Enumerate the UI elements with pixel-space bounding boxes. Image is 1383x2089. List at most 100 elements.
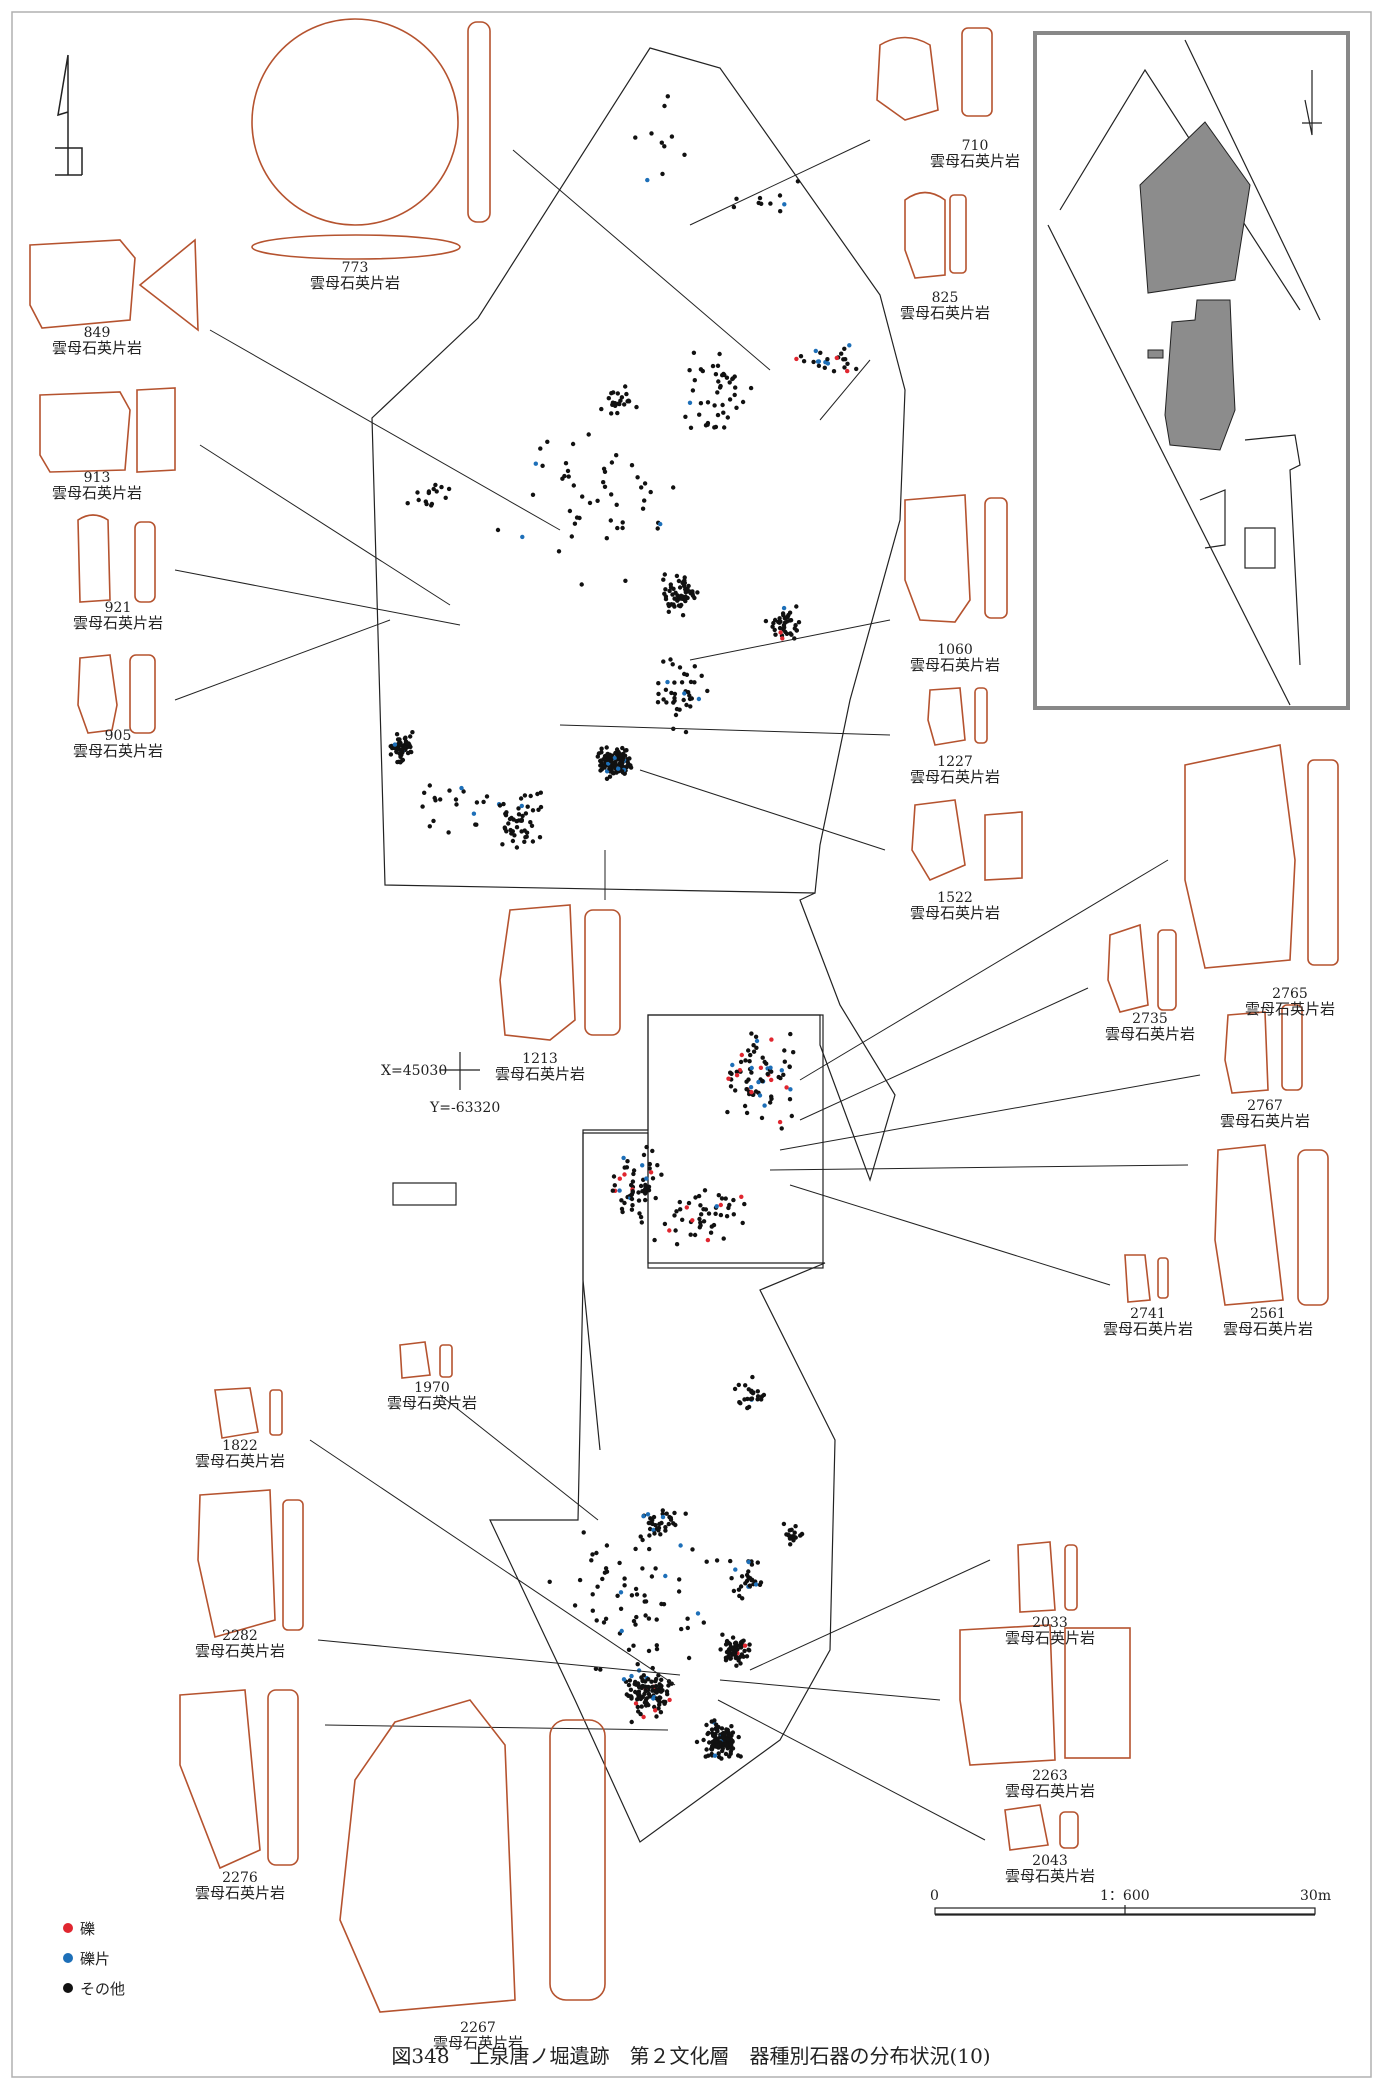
legend-swatch-fragment: [63, 1953, 73, 1963]
find-spot-dot: [676, 1589, 682, 1594]
find-spot-dot: [569, 534, 574, 539]
find-spot-dot: [683, 598, 688, 604]
find-spot-dot: [734, 1642, 739, 1647]
find-spot-dot: [659, 1677, 664, 1683]
find-spot-dot: [732, 1386, 738, 1392]
find-spot-dot: [678, 1543, 683, 1548]
find-spot-dot: [737, 1593, 742, 1599]
find-spot-dot: [647, 1546, 652, 1552]
find-spot-dot: [711, 1222, 717, 1228]
find-spot-dot: [654, 1676, 659, 1682]
find-spot-dot: [759, 1394, 765, 1399]
find-spot-dot: [784, 1085, 789, 1090]
find-spot-dot: [614, 502, 619, 507]
find-spot-dot: [744, 1654, 750, 1659]
find-spot-dot: [627, 1678, 633, 1683]
find-spot-dot: [648, 489, 653, 495]
find-spot-dot: [651, 1527, 656, 1533]
find-spot-dot: [696, 1193, 702, 1199]
artifact-material: 雲母石英片岩: [387, 1394, 477, 1412]
find-spot-dot: [438, 797, 443, 802]
find-spot-dot: [620, 525, 625, 531]
find-spot-dot: [500, 842, 505, 847]
find-spot-dot: [501, 801, 506, 807]
find-spot-dot: [731, 1197, 736, 1203]
find-spot-dot: [756, 1079, 761, 1085]
find-spot-dot: [646, 1677, 651, 1682]
find-spot-dot: [661, 577, 666, 582]
find-spot-dot: [633, 1586, 639, 1592]
find-spot-dot: [763, 618, 769, 624]
find-spot-dot: [847, 343, 852, 348]
find-spot-dot: [674, 1209, 679, 1214]
artifact-number: 2033: [1032, 1615, 1068, 1631]
find-spot-dot: [622, 1576, 627, 1581]
find-spot-dot: [771, 620, 776, 626]
find-spot-dot: [635, 475, 640, 480]
find-spot-dot: [587, 500, 593, 506]
find-spot-dot: [635, 1704, 640, 1710]
find-spot-dot: [579, 582, 584, 587]
find-spot-dot: [728, 1558, 733, 1564]
find-spot-dot: [684, 1205, 689, 1210]
find-spot-dot: [788, 1031, 793, 1037]
find-spot-dot: [786, 612, 791, 618]
find-spot-dot: [622, 402, 627, 407]
find-spot-dot: [535, 791, 540, 797]
find-spot-dot: [777, 625, 783, 631]
find-spot-dot: [622, 1583, 627, 1588]
find-spot-dot: [589, 1558, 594, 1563]
find-spot-dot: [682, 691, 687, 696]
find-spot-dot: [726, 1076, 731, 1081]
find-spot-dot: [714, 1204, 719, 1209]
find-spot-dot: [524, 830, 530, 835]
find-spot-dot: [736, 1382, 741, 1388]
find-spot-dot: [650, 1176, 656, 1181]
find-spot-dot: [778, 209, 783, 214]
find-spot-dot: [801, 359, 807, 364]
find-spot-dot: [728, 1084, 734, 1089]
find-spot-dot: [446, 830, 451, 835]
find-spot-dot: [562, 473, 567, 479]
find-spot-dot: [620, 745, 625, 751]
find-spot-dot: [516, 806, 521, 811]
find-spot-dot: [629, 1196, 635, 1202]
find-spot-dot: [669, 690, 674, 696]
find-spot-dot: [484, 794, 490, 799]
find-spot-dot: [688, 679, 694, 685]
find-spot-dot: [634, 1614, 639, 1620]
page-frame: [11, 11, 1372, 2078]
find-spot-dot: [617, 1176, 622, 1181]
find-spot-dot: [594, 1618, 599, 1623]
find-spot-dot: [719, 1196, 725, 1201]
find-spot-dot: [622, 1172, 627, 1177]
find-spot-dot: [704, 1722, 709, 1728]
find-spot-dot: [675, 593, 680, 598]
find-spot-dot: [615, 525, 620, 531]
find-spot-dot: [398, 742, 404, 747]
inset-excavation-area: [1139, 121, 1251, 294]
find-spot-dot: [514, 845, 520, 850]
find-spot-dot: [537, 835, 543, 840]
find-spot-dot: [731, 204, 737, 210]
find-spot-dot: [657, 1682, 662, 1687]
find-spot-dot: [725, 1109, 730, 1115]
find-spot-dot: [631, 1171, 636, 1177]
find-spot-dot: [520, 813, 525, 819]
artifact-number: 905: [105, 728, 132, 744]
legend: 礫 礫片 その他: [63, 1920, 125, 1998]
find-spot-dot: [644, 1144, 649, 1150]
find-spot-dot: [556, 549, 562, 554]
find-spot-dot: [732, 392, 737, 398]
find-spot-dot: [658, 1710, 664, 1715]
find-spot-dot: [759, 1115, 765, 1121]
artifact-number: 2765: [1272, 986, 1308, 1002]
find-spot-dot: [429, 501, 435, 507]
find-spot-dot: [629, 1207, 635, 1212]
find-spot-dot: [742, 1648, 747, 1654]
find-spot-dot: [405, 501, 410, 506]
find-spot-dot: [652, 1531, 657, 1536]
find-spot-dot: [746, 1048, 751, 1053]
